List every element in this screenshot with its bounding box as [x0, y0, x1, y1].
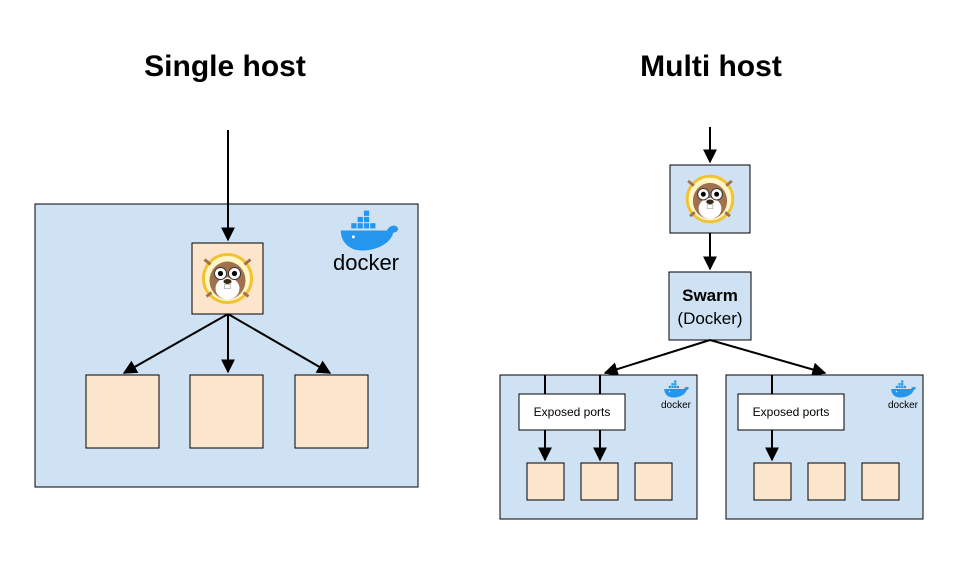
- container-box: [526, 462, 565, 501]
- swarm-label: Swarm: [682, 286, 738, 305]
- container-box: [861, 462, 900, 501]
- arrow-to-container-1: [122, 313, 229, 374]
- swarm-node-1: docker Exposed ports: [499, 374, 698, 520]
- single-host-title: Single host: [144, 50, 306, 83]
- swarm-box: [668, 271, 752, 341]
- container-box: [580, 462, 619, 501]
- docker-logo-text: docker: [661, 400, 692, 411]
- arrow-to-container-3: [227, 313, 332, 374]
- exposed-ports-box: [518, 393, 626, 431]
- container-box: [753, 462, 792, 501]
- container-box: [294, 374, 369, 449]
- docker-logo: docker: [333, 210, 399, 275]
- container-box: [634, 462, 673, 501]
- multi-host-title: Multi host: [640, 50, 782, 83]
- container-box: [85, 374, 160, 449]
- docker-logo-text: docker: [888, 400, 919, 411]
- swarm-sub-label: (Docker): [677, 309, 742, 328]
- gopher-icon: [685, 174, 735, 224]
- arrow-to-node-1: [603, 339, 711, 376]
- arrow-to-node-2: [709, 339, 827, 377]
- swarm-node-2: docker Exposed ports: [725, 374, 924, 520]
- exposed-ports-box: [737, 393, 845, 431]
- container-box: [189, 374, 264, 449]
- container-box: [807, 462, 846, 501]
- exposed-ports-label: Exposed ports: [753, 405, 830, 419]
- docker-logo-text: docker: [333, 250, 399, 275]
- gopher-icon: [202, 253, 253, 304]
- exposed-ports-label: Exposed ports: [534, 405, 611, 419]
